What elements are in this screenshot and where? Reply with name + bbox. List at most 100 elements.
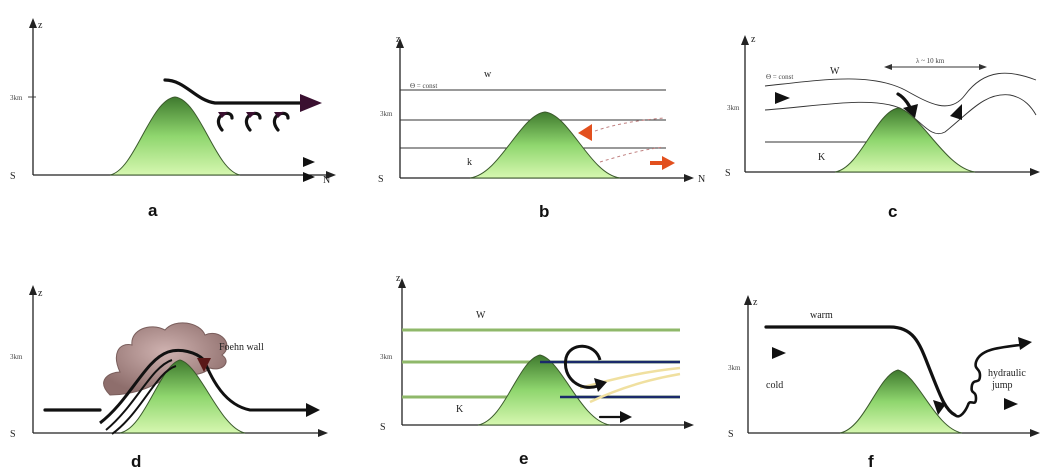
south-label: S xyxy=(10,171,16,182)
north-label: N xyxy=(323,175,330,186)
z-axis-arrowhead xyxy=(398,278,406,288)
height-mark: 3km xyxy=(380,353,393,361)
rotor-eddy-2 xyxy=(244,111,262,132)
x-axis-arrowhead xyxy=(318,429,328,437)
outflow-arrowhead xyxy=(620,411,632,423)
z-axis-arrowhead xyxy=(29,18,37,28)
panel-caption: c xyxy=(888,202,897,221)
orange-arrow-left xyxy=(578,124,592,141)
upper-layer-label: W xyxy=(476,310,486,321)
cold-label: cold xyxy=(766,380,783,391)
x-axis-arrowhead xyxy=(326,171,336,179)
flow-arrow xyxy=(163,78,307,105)
rotor-circulation xyxy=(563,344,602,389)
streamline-upper xyxy=(764,72,1037,107)
mountain xyxy=(834,107,976,173)
panel-a: z 3km S N a xyxy=(10,18,336,220)
foehn-wall-label: Foehn wall xyxy=(219,342,264,353)
rotor-eddy-1 xyxy=(216,111,234,132)
south-label: S xyxy=(380,422,386,433)
north-label: N xyxy=(698,174,705,185)
upper-layer-label: W xyxy=(830,66,840,77)
yellow-flow-1 xyxy=(579,366,681,390)
inflow-arrowhead xyxy=(775,92,790,104)
downstream-arrowhead xyxy=(1004,398,1018,410)
eddy-arrowhead-2 xyxy=(246,112,256,118)
x-axis-arrowhead xyxy=(1030,168,1040,176)
upper-layer-label: w xyxy=(484,69,492,80)
yellow-flow-2 xyxy=(589,372,681,404)
cold-air-arrowhead xyxy=(772,347,786,359)
flow-arrowhead xyxy=(300,94,322,112)
streamline-lower xyxy=(764,94,1037,135)
z-axis-arrowhead xyxy=(29,285,37,295)
theta-label: Θ = const xyxy=(410,82,437,90)
z-axis-arrowhead xyxy=(741,35,749,45)
south-label: S xyxy=(378,174,384,185)
south-label: S xyxy=(725,168,731,179)
jump-arrowhead xyxy=(1018,337,1032,350)
wavelength-right-tip xyxy=(979,64,987,70)
dashed-return-flow xyxy=(594,117,665,132)
upslope-stream-3 xyxy=(111,365,177,435)
warm-air-boundary xyxy=(764,325,957,417)
panel-caption: f xyxy=(868,452,874,468)
height-mark: 3km xyxy=(728,364,741,372)
hydraulic-label: hydraulic xyxy=(988,368,1026,379)
z-label: z xyxy=(38,288,43,299)
panel-f: z 3km S warm cold hydraulic jump f xyxy=(728,295,1040,468)
z-label: z xyxy=(751,34,756,45)
height-mark: 3km xyxy=(727,104,740,112)
mountain xyxy=(477,354,611,426)
x-axis-arrowhead xyxy=(684,421,694,429)
descending-arrowhead xyxy=(933,400,946,415)
z-label: z xyxy=(396,273,401,284)
upslope-stream-2 xyxy=(105,359,173,431)
z-label: z xyxy=(38,20,43,31)
panel-b: z 3km S N Θ = const w k b xyxy=(378,34,705,221)
wavelength-label: λ ~ 10 km xyxy=(916,57,945,65)
small-arrowhead-1 xyxy=(303,157,315,167)
mountain xyxy=(109,96,241,176)
wavelength-left-tip xyxy=(884,64,892,70)
small-arrowhead-2 xyxy=(303,172,315,182)
panel-caption: b xyxy=(539,202,549,221)
wall-arrowhead xyxy=(197,358,211,372)
downslope-flow xyxy=(202,359,312,412)
theta-label: Θ = const xyxy=(766,73,793,81)
panel-d: z 3km S Foehn wall d xyxy=(10,285,328,468)
panel-c: z 3km S Θ = const W K λ ~ 10 km c xyxy=(725,34,1040,221)
upslope-stream-1 xyxy=(99,348,206,425)
eddy-arrowhead-1 xyxy=(218,112,228,118)
rotor-eddy-3 xyxy=(272,111,290,132)
warm-label: warm xyxy=(810,310,833,321)
mountain xyxy=(469,111,621,179)
panel-caption: d xyxy=(131,452,141,468)
mountain xyxy=(839,369,963,434)
z-axis-arrowhead xyxy=(744,295,752,305)
height-mark: 3km xyxy=(10,353,23,361)
jump-label: jump xyxy=(991,380,1013,391)
x-axis-arrowhead xyxy=(684,174,694,182)
panel-caption: a xyxy=(148,201,158,220)
orange-arrow-right xyxy=(662,156,675,170)
z-label: z xyxy=(396,34,401,45)
descending-arrowhead xyxy=(903,104,918,118)
rotor-arrowhead xyxy=(594,378,607,392)
eddy-arrowhead-3 xyxy=(274,112,284,118)
z-label: z xyxy=(753,297,758,308)
mountain xyxy=(119,359,246,434)
height-mark: 3km xyxy=(380,110,393,118)
reverse-arrowhead xyxy=(950,104,962,120)
x-axis-arrowhead xyxy=(1030,429,1040,437)
z-axis-arrowhead xyxy=(396,38,404,48)
height-mark: 3km xyxy=(10,94,23,102)
panel-e: z 3km S W K e xyxy=(380,273,694,468)
lower-layer-label: K xyxy=(456,404,464,415)
hydraulic-jump-wave xyxy=(954,343,1021,418)
lower-layer-label: K xyxy=(818,152,826,163)
south-label: S xyxy=(10,429,16,440)
panel-caption: e xyxy=(519,449,528,468)
downslope-arrowhead xyxy=(306,403,320,417)
